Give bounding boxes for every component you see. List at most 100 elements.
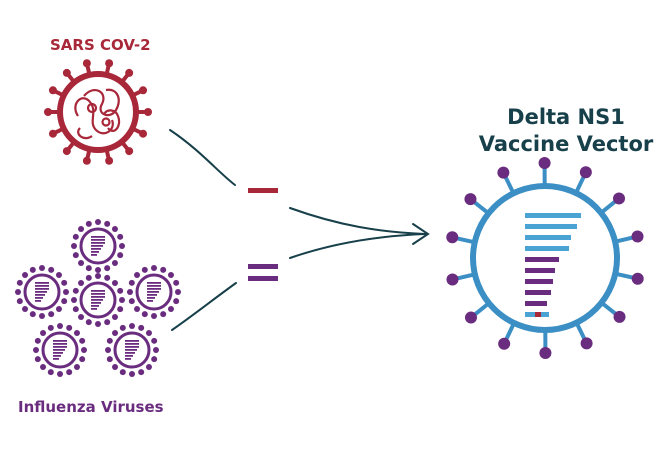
sars-spike-tip [82, 59, 91, 68]
sars-line-upper [169, 129, 236, 186]
influenza-spike-dot [57, 371, 63, 377]
flu-line-lower [171, 282, 237, 331]
vector-title-line-2: Vaccine Vector [478, 132, 654, 156]
influenza-spike-dot [78, 259, 85, 266]
influenza-gene-segment [35, 288, 49, 290]
vector-gene-segment [525, 279, 553, 284]
influenza-spike-dot [111, 280, 118, 287]
vector-spike-tip [613, 192, 626, 205]
influenza-spike-dot [106, 356, 113, 363]
vector-spike-tip [464, 193, 477, 206]
influenza-spike-dot [15, 289, 21, 295]
influenza-gene-segment [147, 288, 161, 290]
influenza-spike-dot [39, 313, 45, 319]
influenza-spike-dot [119, 243, 125, 249]
equals-sign-icon [248, 264, 278, 281]
influenza-spike-dot [134, 272, 141, 279]
vector-gene-segment [525, 257, 559, 262]
sars-cov-2-virus-icon [44, 59, 152, 165]
influenza-spike-dot [173, 279, 180, 286]
influenza-virus-icon [127, 265, 181, 319]
sars-spike-tip [105, 59, 114, 68]
influenza-gene-segment [53, 346, 67, 348]
influenza-gene-segment [91, 254, 97, 256]
influenza-spike-dot [72, 306, 79, 313]
influenza-spike-dot [111, 259, 118, 266]
vector-spike-tip [613, 310, 626, 323]
influenza-gene-segment [125, 358, 131, 360]
influenza-spike-dot [66, 369, 73, 376]
influenza-spike-dot [85, 319, 92, 326]
influenza-spike-dot [61, 279, 68, 286]
vector-gene-segment [525, 268, 555, 273]
influenza-spike-dot [128, 298, 135, 305]
vector-gene-segment [525, 235, 571, 240]
vector-spike-tip [631, 230, 644, 243]
vector-spike-tip [497, 166, 510, 179]
influenza-gene-segment [91, 290, 105, 292]
influenza-gene-segment [125, 355, 133, 357]
influenza-gene-segment [147, 300, 153, 302]
influenza-spike-dot [138, 324, 145, 331]
influenza-virus-icon [71, 219, 125, 273]
influenza-spike-dot [81, 347, 87, 353]
influenza-spike-dot [85, 220, 92, 227]
influenza-spike-dot [175, 289, 181, 295]
influenza-gene-segment [91, 293, 105, 295]
influenza-spike-dot [73, 363, 80, 370]
vector-gene-segment [525, 301, 547, 306]
influenza-spike-dot [55, 305, 62, 312]
influenza-spike-dot [79, 356, 86, 363]
influenza-virus-icon [71, 273, 125, 327]
influenza-spike-dot [167, 272, 174, 279]
influenza-spike-dot [72, 233, 79, 240]
influenza-gene-segment [91, 251, 99, 253]
influenza-spike-dot [47, 369, 54, 376]
influenza-spike-dot [79, 337, 86, 344]
influenza-gene-segment [53, 340, 67, 342]
sars-spike-tip [82, 156, 91, 165]
influenza-spike-dot [111, 313, 118, 320]
influenza-gene-segment [147, 285, 161, 287]
influenza-spike-dot [95, 219, 101, 225]
influenza-spike-dot [151, 337, 158, 344]
influenza-spike-dot [127, 289, 133, 295]
sars-spike-tip [44, 108, 52, 116]
influenza-spike-dot [173, 298, 180, 305]
influenza-spike-dot [40, 363, 47, 370]
vector-gene-segment [525, 290, 551, 295]
influenza-spike-dot [145, 330, 152, 337]
influenza-spike-dot [72, 287, 79, 294]
vector-spike-tip [631, 272, 644, 285]
sars-spike-tip [48, 129, 57, 138]
influenza-spike-dot [160, 266, 167, 273]
influenza-spike-dot [73, 330, 80, 337]
vector-gene-segment [525, 213, 581, 218]
influenza-spike-dot [78, 226, 85, 233]
influenza-gene-segment [125, 346, 139, 348]
influenza-spike-dot [71, 297, 77, 303]
influenza-spike-dot [104, 220, 111, 227]
influenza-spike-dot [22, 305, 29, 312]
influenza-gene-segment [147, 297, 155, 299]
influenza-spike-dot [48, 266, 55, 273]
influenza-spike-dot [34, 337, 41, 344]
influenza-spike-dot [111, 226, 118, 233]
influenza-spike-dot [105, 347, 111, 353]
influenza-gene-segment [91, 242, 105, 244]
vector-spike-tip [446, 231, 459, 244]
influenza-gene-segment [35, 285, 49, 287]
sars-spike-tip [139, 86, 148, 95]
influenza-gene-segment [147, 291, 159, 293]
influenza-gene-segment [147, 282, 161, 284]
influenza-spike-dot [71, 243, 77, 249]
influenza-spike-dot [141, 311, 148, 318]
vector-spike-tip [580, 337, 593, 350]
influenza-gene-segment [53, 349, 65, 351]
sars-spike-tip [144, 108, 152, 116]
influenza-gene-segment [125, 343, 139, 345]
vector-title-line-1: Delta NS1 [507, 105, 625, 129]
influenza-spike-dot [85, 265, 92, 272]
influenza-gene-segment [147, 294, 157, 296]
influenza-spike-dot [151, 356, 158, 363]
